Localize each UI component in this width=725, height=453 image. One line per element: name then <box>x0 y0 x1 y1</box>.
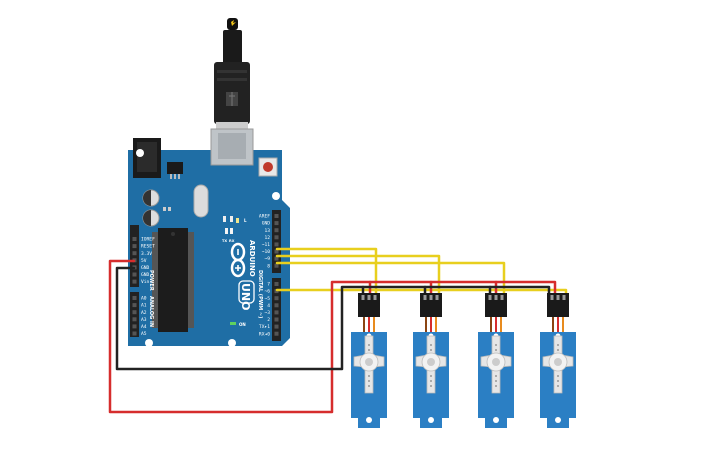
pin-socket[interactable] <box>274 249 279 254</box>
on-label: ON <box>239 322 246 327</box>
pin-label: RESET <box>141 244 155 250</box>
pin-label: 7 <box>267 282 270 288</box>
pin-label: A0 <box>141 296 147 302</box>
pin-label: ~6 <box>264 289 270 295</box>
pin-socket[interactable] <box>132 310 137 315</box>
pin-label: GND <box>262 221 271 227</box>
servo-group <box>351 293 576 428</box>
pin-label: A1 <box>141 303 147 309</box>
pin-label: GND <box>141 272 150 278</box>
power-wire-5v[interactable] <box>108 259 557 414</box>
pin-label: ~11 <box>262 242 271 248</box>
pin-socket[interactable] <box>274 303 279 308</box>
pin-label: 13 <box>264 228 270 234</box>
usb-cable[interactable] <box>214 18 250 130</box>
signal-wire-pin9[interactable] <box>275 261 506 295</box>
pin-socket[interactable] <box>274 296 279 301</box>
pin-socket[interactable] <box>132 279 137 284</box>
servo-motor[interactable] <box>413 293 449 428</box>
power-label: POWER <box>148 270 154 291</box>
pin-label: ~9 <box>264 256 270 262</box>
pin-socket[interactable] <box>274 256 279 261</box>
l-led-label: L <box>244 218 247 223</box>
pin-label: RX◂0 <box>259 331 270 337</box>
pin-label: 4 <box>267 303 270 309</box>
pin-socket[interactable] <box>274 242 279 247</box>
rx-led-label: RX <box>229 239 235 243</box>
pin-label: Vin <box>141 279 150 285</box>
signal-wire-pin10[interactable] <box>275 254 441 295</box>
pin-socket[interactable] <box>274 221 279 226</box>
tx-led-label: TX <box>222 239 227 243</box>
pin-socket[interactable] <box>132 296 137 300</box>
pin-socket[interactable] <box>274 317 279 322</box>
digital-label: DIGITAL (PWM ~) <box>257 270 263 318</box>
pin-socket[interactable] <box>132 303 137 308</box>
ground-wire[interactable] <box>115 266 551 371</box>
pin-label: 2 <box>267 317 270 323</box>
pin-label: A2 <box>141 310 147 316</box>
pin-label: A3 <box>141 317 147 323</box>
pin-socket[interactable] <box>132 324 137 329</box>
pin-label: 8 <box>267 263 270 269</box>
pin-socket[interactable] <box>274 331 279 336</box>
pin-label: IOREF <box>141 237 155 243</box>
digital-header-top <box>272 210 281 273</box>
analog-header <box>130 292 139 337</box>
reset-button[interactable] <box>258 157 278 177</box>
digital-header-bottom <box>272 278 281 341</box>
pin-socket[interactable] <box>132 237 137 241</box>
brand-name: ARDUINO <box>248 240 256 277</box>
pin-label: TX▸1 <box>259 324 270 330</box>
pin-label: A4 <box>141 324 147 330</box>
atmega-chip <box>152 228 194 332</box>
pin-socket[interactable] <box>274 324 279 329</box>
pin-socket[interactable] <box>132 317 137 322</box>
pin-socket[interactable] <box>274 235 279 240</box>
power-header <box>130 225 139 287</box>
pin-label: 12 <box>264 235 270 241</box>
signal-wire-pin6[interactable] <box>275 288 568 295</box>
arduino-logo: ARDUINO <box>230 240 256 278</box>
servo-motor[interactable] <box>540 293 576 428</box>
pin-socket[interactable] <box>132 331 137 336</box>
pin-label: A5 <box>141 331 147 337</box>
pin-socket[interactable] <box>274 282 279 286</box>
signal-wire-pin11[interactable] <box>275 247 378 295</box>
pin-socket[interactable] <box>274 214 279 218</box>
pin-label: 3.3V <box>141 251 152 257</box>
model-name: UNO <box>239 283 252 311</box>
wires <box>108 247 568 414</box>
pin-socket[interactable] <box>274 228 279 233</box>
power-bolt-icon <box>231 20 236 26</box>
pin-label: ~10 <box>262 249 271 255</box>
pin-label: GND <box>141 265 150 271</box>
pin-label: ~3 <box>264 310 270 316</box>
servo-motor[interactable] <box>351 293 387 428</box>
pin-socket[interactable] <box>132 244 137 249</box>
pin-socket[interactable] <box>132 272 137 277</box>
pin-socket[interactable] <box>274 263 279 268</box>
analog-label: ANALOG IN <box>148 296 154 327</box>
pin-label: ~5 <box>264 296 270 302</box>
pin-label: 5V <box>141 258 147 264</box>
servo-motor[interactable] <box>478 293 514 428</box>
pin-label: AREF <box>259 214 270 220</box>
pin-socket[interactable] <box>132 251 137 256</box>
pin-socket[interactable] <box>274 310 279 315</box>
